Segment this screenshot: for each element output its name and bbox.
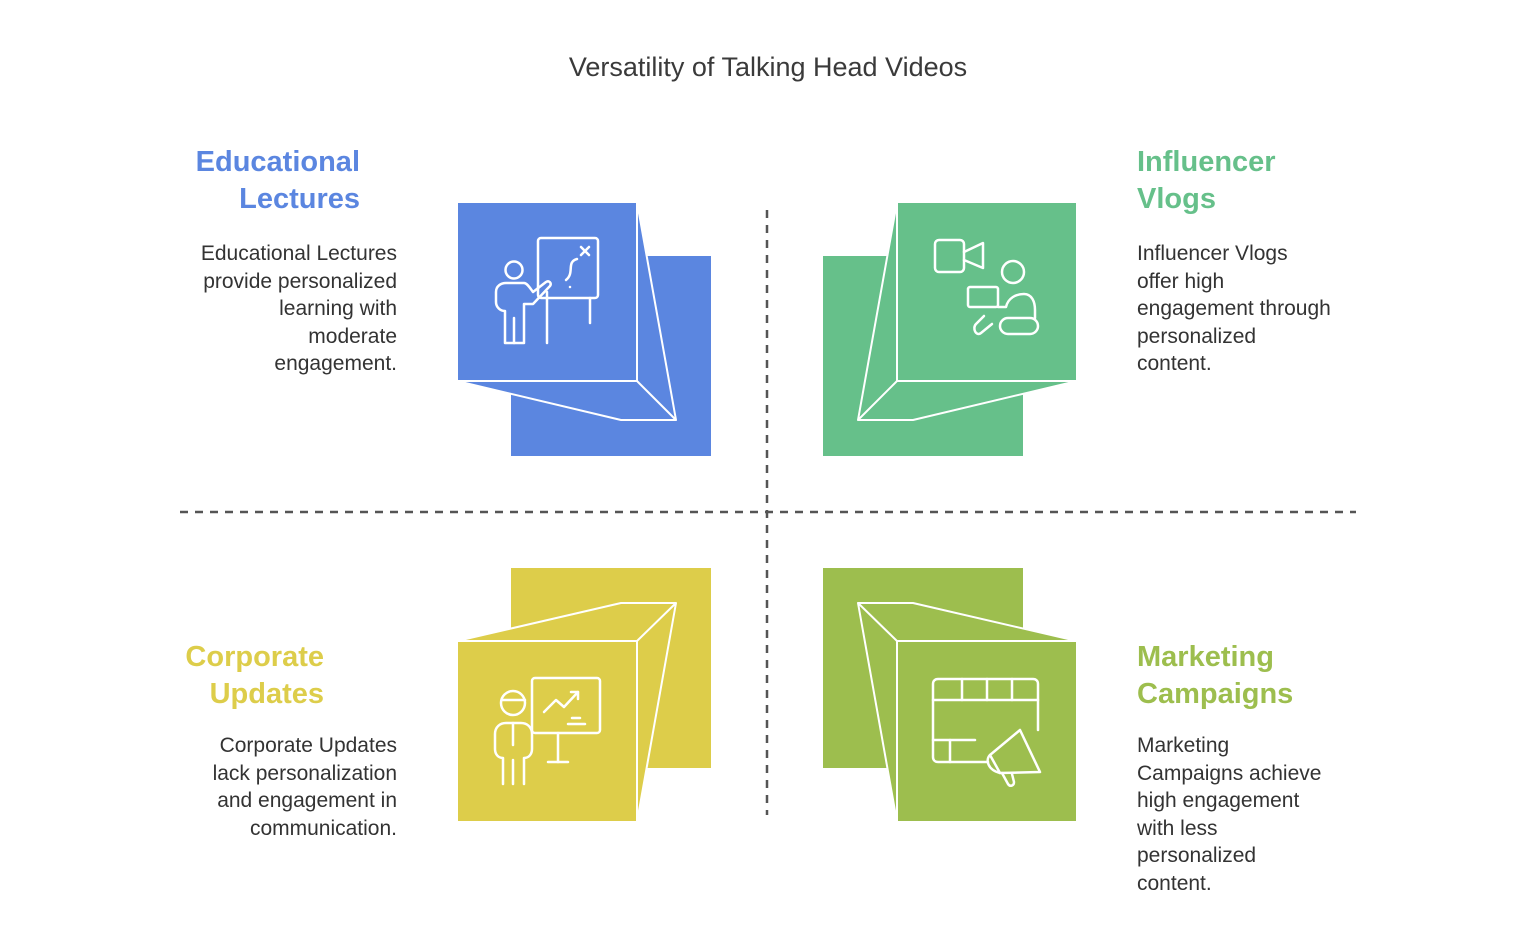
marketing-heading-line-1: Marketing xyxy=(1137,641,1274,673)
page-title: Versatility of Talking Head Videos xyxy=(568,52,968,82)
presenter-chart-icon xyxy=(493,676,602,786)
corporate-desc-line-1: Corporate Updates xyxy=(219,734,397,757)
teacher-whiteboard-icon xyxy=(494,236,600,345)
corporate-box xyxy=(456,568,711,823)
influencer-desc-line-4: personalized xyxy=(1137,324,1257,348)
educational-heading: Educational Lectures xyxy=(196,144,360,218)
educational-heading-line-1: Educational xyxy=(195,146,360,178)
influencer-description: Influencer Vlogs offer high engagement t… xyxy=(1137,240,1331,378)
educational-desc-line-2: provide personalized xyxy=(203,269,397,293)
video-laptop-person-icon xyxy=(933,238,1040,336)
influencer-desc-line-3: engagement through xyxy=(1137,297,1331,320)
video-megaphone-icon xyxy=(931,677,1042,787)
marketing-description: Marketing Campaigns achieve high engagem… xyxy=(1137,732,1321,897)
marketing-desc-line-1: Marketing xyxy=(1137,734,1230,757)
marketing-heading: Marketing Campaigns xyxy=(1137,639,1293,713)
marketing-desc-line-2: Campaigns achieve xyxy=(1137,761,1322,785)
educational-description: Educational Lectures provide personalize… xyxy=(201,240,397,378)
educational-desc-line-5: engagement. xyxy=(274,352,397,375)
educational-desc-line-4: moderate xyxy=(308,324,397,348)
influencer-heading-line-1: Influencer xyxy=(1137,146,1276,178)
corporate-desc-line-4: communication. xyxy=(249,816,397,840)
influencer-heading-line-2: Vlogs xyxy=(1137,183,1216,215)
influencer-box xyxy=(823,201,1078,456)
influencer-heading: Influencer Vlogs xyxy=(1137,144,1276,218)
marketing-desc-line-3: high engagement xyxy=(1137,789,1300,812)
corporate-description: Corporate Updates lack personalization a… xyxy=(213,732,397,842)
influencer-desc-line-2: offer high xyxy=(1137,269,1225,293)
educational-box xyxy=(456,201,711,456)
marketing-heading-line-2: Campaigns xyxy=(1137,678,1294,710)
educational-desc-line-1: Educational Lectures xyxy=(200,242,397,265)
influencer-desc-line-5: content. xyxy=(1137,352,1212,375)
educational-heading-line-2: Lectures xyxy=(239,183,360,215)
corporate-desc-line-3: and engagement in xyxy=(217,789,397,812)
marketing-desc-line-6: content. xyxy=(1137,871,1212,895)
corporate-heading-line-2: Updates xyxy=(209,678,324,710)
corporate-heading-line-1: Corporate xyxy=(185,641,324,673)
marketing-desc-line-5: personalized xyxy=(1137,844,1257,867)
corporate-heading: Corporate Updates xyxy=(185,639,324,713)
marketing-box xyxy=(823,568,1078,823)
marketing-desc-line-4: with less xyxy=(1137,816,1218,840)
educational-desc-line-3: learning with xyxy=(279,297,397,320)
corporate-desc-line-2: lack personalization xyxy=(212,761,397,785)
influencer-desc-line-1: Influencer Vlogs xyxy=(1137,242,1288,265)
